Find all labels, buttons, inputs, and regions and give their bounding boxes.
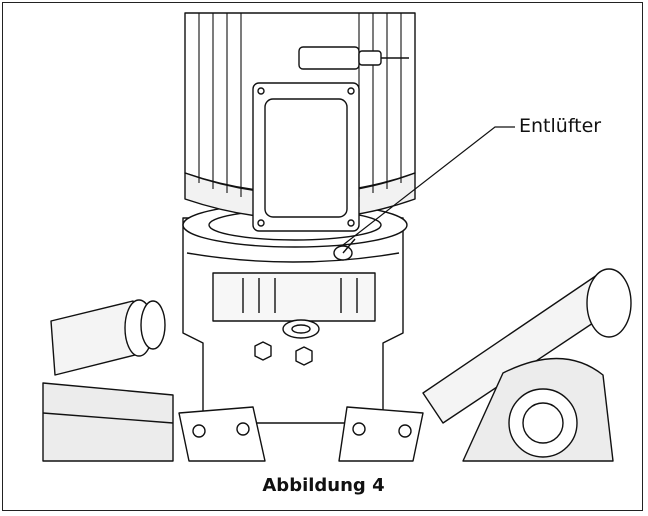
pump-drawing	[42, 12, 632, 462]
vent-callout-label: Entlüfter	[519, 115, 602, 137]
figure-frame: Entlüfter Abbildung 4	[2, 2, 643, 511]
figure-caption: Abbildung 4	[262, 475, 385, 496]
